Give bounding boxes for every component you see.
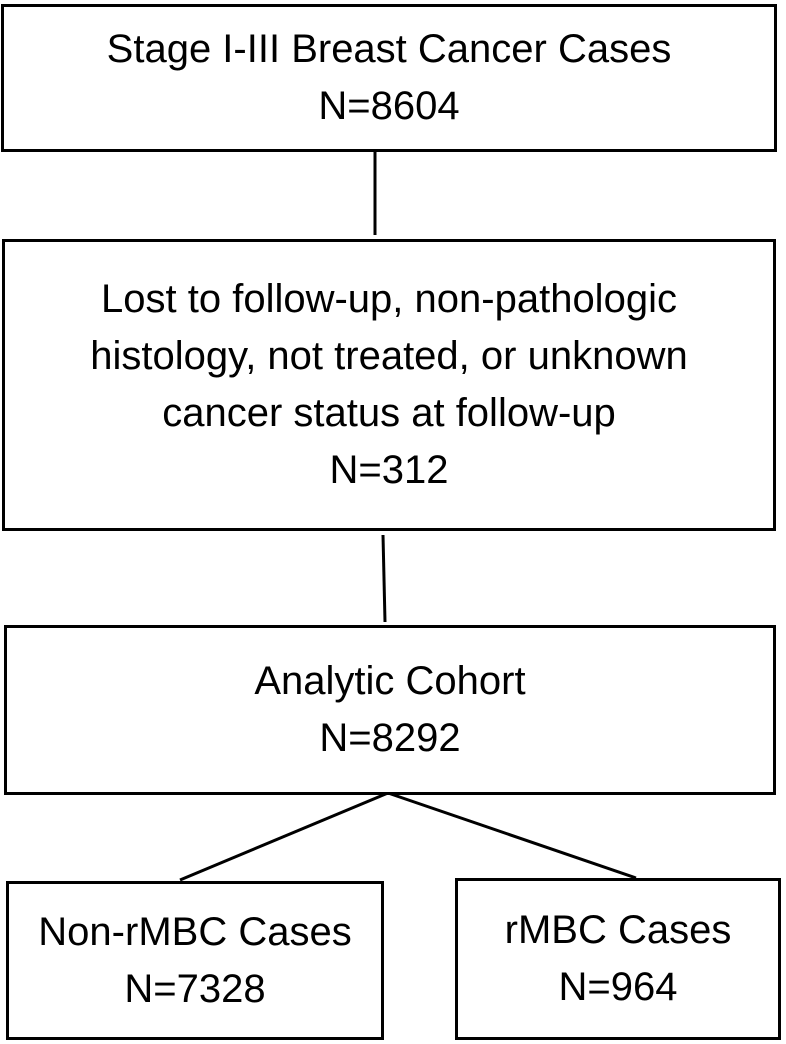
initial-cases-box: Stage I-III Breast Cancer Cases N=8604 <box>1 4 777 152</box>
excluded-cases-box: Lost to follow-up, non-pathologic histol… <box>2 239 776 531</box>
non-rmbc-cases-box: Non-rMBC Cases N=7328 <box>6 881 384 1040</box>
initial-cases-count: N=8604 <box>318 84 460 128</box>
non-rmbc-cases-title: Non-rMBC Cases <box>38 909 352 954</box>
rmbc-cases-box: rMBC Cases N=964 <box>455 878 781 1040</box>
initial-cases-title: Stage I-III Breast Cancer Cases <box>106 27 672 71</box>
non-rmbc-cases-count: N=7328 <box>124 966 266 1011</box>
connector-analytic-to-rmbc <box>387 791 637 880</box>
connector-analytic-to-non-rmbc <box>179 791 389 882</box>
excluded-cases-line-3: cancer status at follow-up <box>162 391 616 435</box>
connector-excluded-to-analytic <box>381 534 387 623</box>
analytic-cohort-count: N=8292 <box>319 716 461 760</box>
rmbc-cases-title: rMBC Cases <box>504 908 732 952</box>
excluded-cases-line-2: histology, not treated, or unknown <box>90 334 688 378</box>
analytic-cohort-box: Analytic Cohort N=8292 <box>4 625 776 795</box>
analytic-cohort-title: Analytic Cohort <box>254 659 526 703</box>
excluded-cases-count: N=312 <box>329 448 449 492</box>
excluded-cases-line-1: Lost to follow-up, non-pathologic <box>101 277 677 321</box>
rmbc-cases-count: N=964 <box>558 965 678 1009</box>
